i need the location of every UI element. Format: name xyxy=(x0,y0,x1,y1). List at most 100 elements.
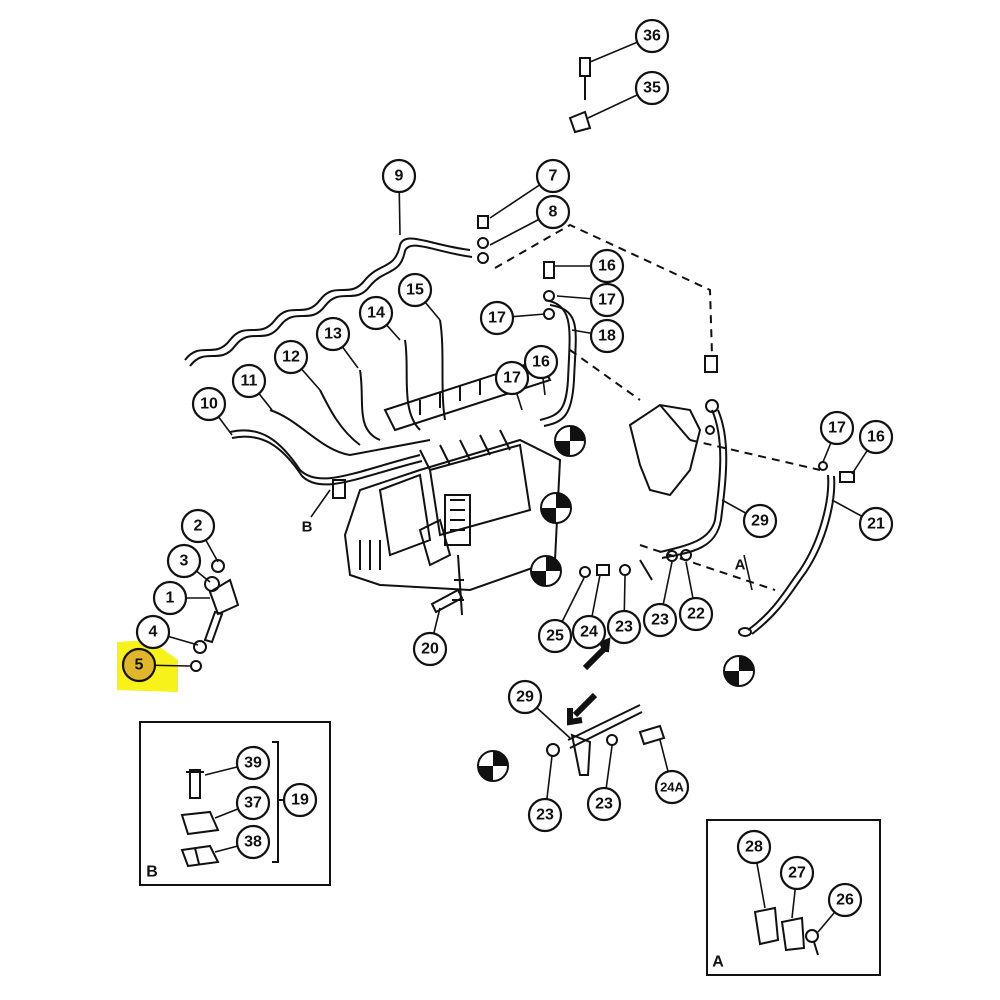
crosshair-marker-icon xyxy=(530,555,562,587)
crosshair-marker-icon xyxy=(554,425,586,457)
callout-number: 28 xyxy=(745,839,763,856)
callout-circle xyxy=(779,855,815,891)
callout-4[interactable]: 4 xyxy=(135,614,171,650)
callout-37[interactable]: 37 xyxy=(235,785,271,821)
callout-number: 23 xyxy=(536,807,554,824)
callout-28[interactable]: 28 xyxy=(736,829,772,865)
callout-11[interactable]: 11 xyxy=(231,363,267,399)
callout-29[interactable]: 29 xyxy=(742,503,778,539)
callout-number: 14 xyxy=(367,305,385,322)
callout-24[interactable]: 24 xyxy=(571,614,607,650)
callout-number: 17 xyxy=(503,370,521,387)
callout-circle xyxy=(381,158,417,194)
callout-number: 27 xyxy=(788,865,806,882)
callout-26[interactable]: 26 xyxy=(827,882,863,918)
crosshair-marker-icon xyxy=(477,750,509,782)
callout-number: 11 xyxy=(241,373,258,390)
callout-circle xyxy=(315,316,351,352)
callout-number: 23 xyxy=(651,612,669,629)
callout-35[interactable]: 35 xyxy=(634,70,670,106)
callout-39[interactable]: 39 xyxy=(235,745,271,781)
callout-25[interactable]: 25 xyxy=(537,618,573,654)
callout-circle xyxy=(535,158,571,194)
inset-b-letter: B xyxy=(146,864,158,881)
callout-17[interactable]: 17 xyxy=(479,300,515,336)
callout-2[interactable]: 2 xyxy=(180,508,216,544)
callout-number: 7 xyxy=(549,168,558,185)
callout-number: 16 xyxy=(867,429,885,446)
callout-23[interactable]: 23 xyxy=(527,797,563,833)
callout-circle xyxy=(152,580,188,616)
callout-1[interactable]: 1 xyxy=(152,580,188,616)
callout-13[interactable]: 13 xyxy=(315,316,351,352)
callout-number: 37 xyxy=(244,795,262,812)
callout-number: 16 xyxy=(598,258,616,275)
callout-14[interactable]: 14 xyxy=(358,295,394,331)
callout-circle xyxy=(494,360,530,396)
callout-circle xyxy=(634,18,670,54)
inset-a-letter: A xyxy=(712,954,724,971)
callout-23[interactable]: 23 xyxy=(642,602,678,638)
callout-number: 4 xyxy=(149,624,158,641)
callout-15[interactable]: 15 xyxy=(397,272,433,308)
callout-16[interactable]: 16 xyxy=(589,248,625,284)
callout-circle xyxy=(121,647,157,683)
callout-circle xyxy=(527,797,563,833)
callout-36[interactable]: 36 xyxy=(634,18,670,54)
callout-number: 39 xyxy=(244,755,262,772)
callout-27[interactable]: 27 xyxy=(779,855,815,891)
view-leader xyxy=(743,554,753,591)
callout-number: 16 xyxy=(532,354,550,371)
callout-circle xyxy=(678,596,714,632)
callout-circle xyxy=(742,503,778,539)
callout-circle xyxy=(231,363,267,399)
callout-7[interactable]: 7 xyxy=(535,158,571,194)
engine-line-art xyxy=(184,57,855,776)
callout-number: 35 xyxy=(643,80,661,97)
callout-circle xyxy=(479,300,515,336)
callout-number: 23 xyxy=(615,619,633,636)
callout-number: 18 xyxy=(598,328,616,345)
callout-circle xyxy=(642,602,678,638)
callout-20[interactable]: 20 xyxy=(412,631,448,667)
crosshair-marker-icon xyxy=(723,655,755,687)
callout-10[interactable]: 10 xyxy=(191,386,227,422)
callout-number: 15 xyxy=(406,282,424,299)
callout-23[interactable]: 23 xyxy=(586,786,622,822)
callout-16[interactable]: 16 xyxy=(858,419,894,455)
callout-16[interactable]: 16 xyxy=(523,344,559,380)
callout-number: 17 xyxy=(598,292,616,309)
callout-8[interactable]: 8 xyxy=(535,194,571,230)
callout-circle xyxy=(358,295,394,331)
callout-22[interactable]: 22 xyxy=(678,596,714,632)
callout-24A[interactable]: 24A xyxy=(654,769,690,805)
callout-29[interactable]: 29 xyxy=(507,679,543,715)
callout-number: 8 xyxy=(549,204,558,221)
callout-number: 24 xyxy=(580,624,598,641)
callout-12[interactable]: 12 xyxy=(273,339,309,375)
callout-circle xyxy=(654,769,690,805)
callout-38[interactable]: 38 xyxy=(235,824,271,860)
callout-23[interactable]: 23 xyxy=(606,609,642,645)
callout-3[interactable]: 3 xyxy=(166,543,202,579)
callout-9[interactable]: 9 xyxy=(381,158,417,194)
callout-number: 21 xyxy=(867,516,885,533)
callout-circle xyxy=(537,618,573,654)
callout-number: 24A xyxy=(660,780,684,795)
callout-number: 2 xyxy=(194,518,203,535)
callout-number: 36 xyxy=(643,28,661,45)
callout-17[interactable]: 17 xyxy=(819,410,855,446)
callout-number: 22 xyxy=(687,606,705,623)
callout-19[interactable]: 19 xyxy=(282,782,318,818)
view-leader xyxy=(310,489,331,518)
inset-a-frame xyxy=(706,819,881,976)
callout-17[interactable]: 17 xyxy=(494,360,530,396)
callout-21[interactable]: 21 xyxy=(858,506,894,542)
callout-number: 17 xyxy=(488,310,506,327)
callout-number: 23 xyxy=(595,796,613,813)
callout-17[interactable]: 17 xyxy=(589,282,625,318)
callout-18[interactable]: 18 xyxy=(589,318,625,354)
callout-5[interactable]: 5 xyxy=(121,647,157,683)
